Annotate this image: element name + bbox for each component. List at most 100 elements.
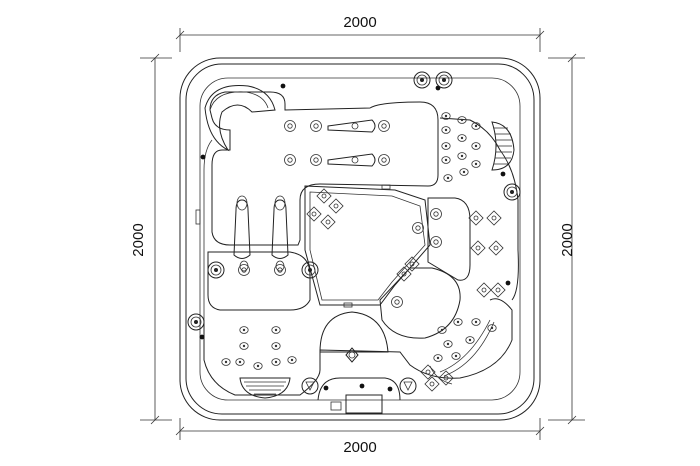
eye-jet-dot — [436, 356, 440, 360]
dimension-bottom-label: 2000 — [343, 439, 376, 456]
control-knob — [187, 313, 205, 331]
diamond-jet-core — [481, 287, 487, 293]
eye-jet — [441, 142, 451, 150]
eye-jet — [437, 326, 447, 334]
eye-jet-dot — [474, 124, 478, 128]
plumbing-curves — [429, 319, 495, 385]
ring-jet-center — [433, 211, 439, 217]
eye-jet-dot — [242, 344, 246, 348]
eye-jet — [441, 156, 451, 164]
dimension-right: 2000 — [548, 53, 585, 425]
control-knob-center — [308, 268, 312, 272]
eye-jet — [287, 356, 297, 364]
lounger-channels — [233, 195, 289, 272]
jets-small-group — [221, 112, 497, 370]
eye-jet — [471, 160, 481, 168]
dimension-top: 2000 — [175, 14, 545, 52]
control-knob-inner — [416, 74, 428, 86]
footwell-drain — [345, 347, 359, 363]
eye-jet-dot — [454, 354, 458, 358]
eye-jet — [239, 326, 249, 334]
eye-jet — [471, 318, 481, 326]
eye-jet-dot — [460, 118, 464, 122]
diamond-jet — [320, 214, 336, 230]
diamond-jet — [476, 282, 492, 298]
ring-jet-center — [433, 239, 439, 245]
tub-interior-outline — [203, 91, 519, 396]
diamond-jet-core — [311, 211, 317, 217]
ring-jet-center — [313, 157, 319, 163]
eye-jet-dot — [274, 328, 278, 332]
diamond-jet-core — [333, 203, 339, 209]
diamond-jet-core — [493, 245, 499, 251]
diamond-jet — [396, 266, 412, 282]
eye-jet — [253, 362, 263, 370]
cup-holders — [301, 377, 417, 395]
eye-jet-dot — [440, 328, 444, 332]
eye-jet — [271, 358, 281, 366]
control-knob-center — [510, 190, 514, 194]
solid-point — [505, 280, 511, 286]
ring-jet-center — [381, 157, 387, 163]
ring-jet — [238, 264, 250, 276]
diamond-jet — [316, 188, 332, 204]
diamond-jet-core — [473, 215, 479, 221]
solid-point — [387, 386, 393, 392]
eye-jet — [457, 134, 467, 142]
eye-jet — [221, 358, 231, 366]
eye-jet-dot — [242, 328, 246, 332]
eye-jet — [441, 126, 451, 134]
ring-jet — [430, 236, 442, 248]
ring-jet — [274, 264, 286, 276]
ring-jet — [284, 120, 296, 132]
jets-solid-group — [199, 83, 511, 392]
eye-jet-dot — [238, 360, 242, 364]
eye-jet — [271, 342, 281, 350]
jets-ring-group — [238, 120, 442, 308]
eye-jet — [487, 324, 497, 332]
control-knob-center — [194, 320, 198, 324]
eye-jet-dot — [224, 360, 228, 364]
eye-jet — [451, 352, 461, 360]
eye-jet-dot — [444, 128, 448, 132]
eye-jet — [457, 116, 467, 124]
eye-jet — [239, 342, 249, 350]
eye-jet — [471, 122, 481, 130]
eye-jet — [443, 174, 453, 182]
control-knob — [503, 183, 521, 201]
control-knob — [413, 71, 431, 89]
ring-jet-center — [287, 157, 293, 163]
ring-jet — [310, 154, 322, 166]
headrest-bottom-left — [239, 377, 291, 399]
diamond-jet — [328, 198, 344, 214]
dimension-left: 2000 — [130, 53, 172, 425]
eye-jet-dot — [474, 144, 478, 148]
eye-jet — [459, 168, 469, 176]
control-knob-inner — [506, 186, 518, 198]
solid-point — [323, 385, 329, 391]
dimension-bottom: 2000 — [175, 418, 545, 456]
control-knob-center — [442, 78, 446, 82]
diamond-jet-core — [491, 215, 497, 221]
solid-point — [200, 154, 206, 160]
diamond-jet-core — [443, 375, 449, 381]
diamond-jet — [488, 240, 504, 256]
eye-jet-dot — [474, 162, 478, 166]
headrest-right — [491, 121, 515, 171]
eye-jet-dot — [256, 364, 260, 368]
ring-jet — [378, 120, 390, 132]
eye-jet — [441, 112, 451, 120]
diamond-jet-core — [325, 219, 331, 225]
diamond-jet — [468, 210, 484, 226]
diamond-jet-core — [409, 261, 415, 267]
control-panel — [317, 377, 401, 414]
slot-jets-top — [327, 119, 376, 167]
diamond-jet — [306, 206, 322, 222]
diamond-jet-core — [401, 271, 407, 277]
ring-jet-center — [381, 123, 387, 129]
eye-jet-dot — [274, 360, 278, 364]
ring-jet — [391, 296, 403, 308]
edge-ticks — [195, 184, 391, 308]
ring-jet-center — [277, 267, 283, 273]
ring-jet-center — [415, 225, 421, 231]
